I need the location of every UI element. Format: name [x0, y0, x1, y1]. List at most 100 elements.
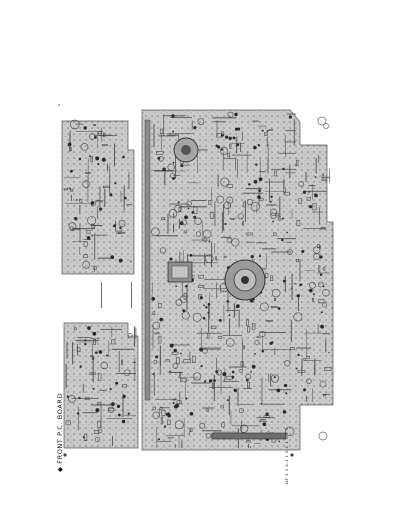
component-outline [90, 355, 94, 358]
solder-pad [75, 199, 78, 201]
capacitor-outline [197, 118, 205, 125]
part-number: 1AP 3 3 A-1 1 5-1 1 1 9 9 [284, 427, 289, 485]
solder-pad [278, 440, 281, 443]
solder-pad [124, 196, 127, 200]
solder-pad [189, 411, 194, 416]
component-outline [312, 297, 314, 302]
component-outline [101, 144, 108, 146]
solder-pad [265, 412, 269, 416]
capacitor-outline [270, 374, 280, 383]
component-outline [246, 440, 251, 443]
component-outline [94, 430, 100, 434]
upper-left-board [61, 120, 135, 275]
component-outline [84, 397, 90, 400]
solder-pad [254, 352, 256, 355]
solder-pad [68, 187, 71, 190]
component-outline [209, 212, 214, 219]
ic-chip-center [167, 261, 193, 283]
component-outline [191, 355, 196, 363]
capacitor-outline [174, 420, 184, 430]
component-outline [161, 410, 166, 416]
solder-pad [288, 115, 292, 119]
component-outline [221, 422, 225, 428]
solder-pad [258, 254, 262, 258]
solder-pad [308, 205, 313, 209]
component-outline [296, 219, 301, 226]
solder-pad [231, 370, 235, 374]
component-outline [172, 398, 176, 401]
solder-pad [98, 350, 103, 354]
capacitor-outline [181, 311, 190, 320]
component-outline [220, 405, 224, 409]
solder-pad [234, 127, 238, 131]
solder-pad [273, 376, 276, 379]
solder-pad [295, 367, 298, 370]
solder-pad [177, 201, 180, 204]
component-outline [210, 325, 217, 329]
solder-pad [314, 176, 317, 178]
component-outline [183, 359, 191, 364]
solder-pad [110, 255, 115, 259]
solder-pad [266, 130, 269, 132]
component-outline [264, 132, 268, 136]
component-outline [251, 323, 256, 330]
solder-pad [84, 342, 87, 346]
capacitor-outline [269, 208, 278, 216]
component-outline [198, 274, 204, 279]
component-outline [63, 188, 68, 191]
component-outline [265, 320, 273, 322]
component-outline [158, 303, 162, 309]
component-outline [158, 335, 162, 344]
solder-pad [253, 179, 258, 184]
solder-pad [122, 394, 126, 399]
solder-pad [314, 193, 318, 198]
solder-pad [308, 191, 310, 193]
capacitor-outline [259, 302, 269, 312]
capacitor-outline [195, 231, 201, 237]
component-outline [216, 133, 223, 138]
capacitor-outline [322, 288, 330, 297]
capacitor-outline [322, 302, 327, 308]
solder-pad [228, 314, 231, 317]
solder-pad [233, 388, 238, 393]
board-components [63, 111, 332, 443]
solder-pad [127, 412, 130, 415]
solder-pad [76, 412, 80, 415]
solder-pad [164, 425, 167, 428]
solder-pad [250, 255, 254, 259]
component-outline [306, 197, 311, 201]
solder-pad [250, 371, 252, 373]
solder-pad [185, 397, 188, 400]
solder-pad [235, 304, 240, 309]
component-outline [93, 339, 96, 345]
component-outline [111, 339, 116, 345]
capacitor-outline [186, 200, 192, 207]
capacitor-outline [127, 333, 133, 339]
solder-pad [113, 224, 117, 228]
capacitor-outline [152, 411, 160, 419]
capacitor-outline [226, 196, 234, 204]
solder-pad [270, 341, 274, 344]
component-outline [89, 372, 97, 375]
capacitor-outline [205, 433, 211, 439]
component-outline [103, 132, 106, 138]
capacitor-outline [179, 295, 188, 303]
solder-pad [189, 253, 193, 257]
component-outline [242, 220, 245, 226]
capacitor-outline [168, 209, 178, 218]
capacitor-outline [306, 378, 312, 384]
component-outline [318, 265, 321, 272]
capacitor-outline [220, 177, 230, 187]
component-outline [91, 224, 96, 228]
component-outline [318, 299, 325, 304]
solder-pad [281, 238, 284, 242]
component-outline [198, 294, 203, 300]
component-outline [208, 200, 212, 205]
solder-pad [117, 413, 121, 417]
capacitor-outline [159, 247, 167, 254]
solder-pad [213, 379, 216, 383]
component-outline [323, 266, 326, 271]
solder-pad [261, 129, 264, 132]
solder-pad [215, 144, 218, 148]
solder-pad [226, 399, 229, 402]
